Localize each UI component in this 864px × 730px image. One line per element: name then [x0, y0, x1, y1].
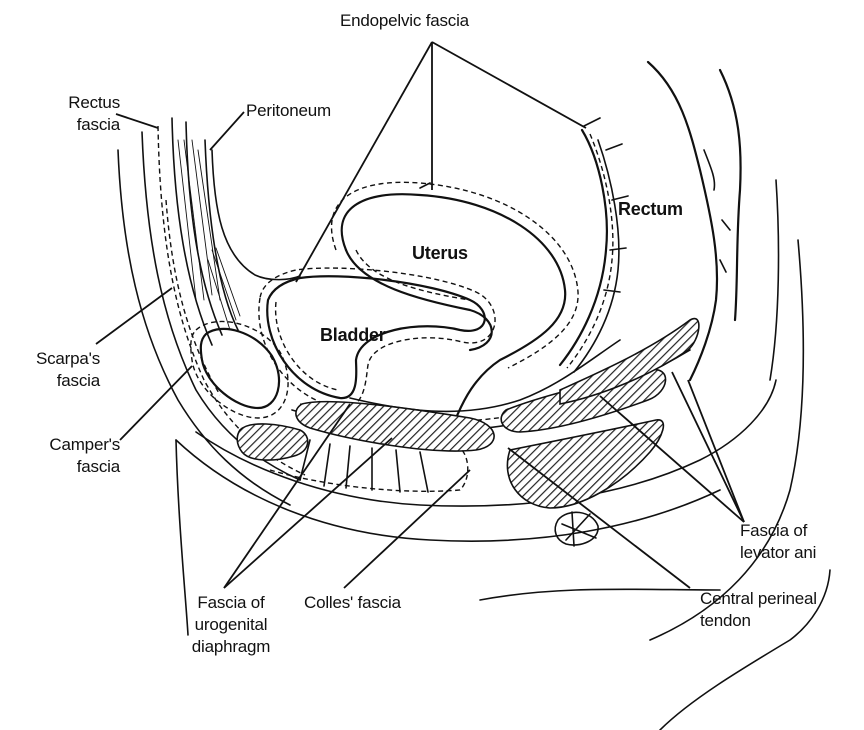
label-fascia-of-urogenital-diaphragm: Fascia of urogenital diaphragm — [176, 592, 286, 658]
label-rectum: Rectum — [618, 198, 683, 220]
anus — [555, 512, 598, 546]
rectum — [560, 62, 741, 380]
label-rectus-fascia: Rectus fascia — [36, 92, 120, 136]
peritoneum-line — [212, 150, 300, 280]
leader-lines — [96, 42, 744, 588]
label-uterus: Uterus — [412, 242, 468, 264]
label-bladder: Bladder — [320, 324, 386, 346]
label-scarpas-fascia: Scarpa's fascia — [20, 348, 100, 392]
label-peritoneum: Peritoneum — [246, 100, 331, 122]
label-endopelvic-fascia: Endopelvic fascia — [340, 10, 469, 32]
label-fascia-of-levator-ani: Fascia of levator ani — [740, 520, 816, 564]
label-colles-fascia: Colles' fascia — [304, 592, 401, 614]
label-campers-fascia: Camper's fascia — [20, 434, 120, 478]
label-central-perineal-tendon: Central perineal tendon — [700, 588, 817, 632]
uterus — [332, 182, 579, 420]
